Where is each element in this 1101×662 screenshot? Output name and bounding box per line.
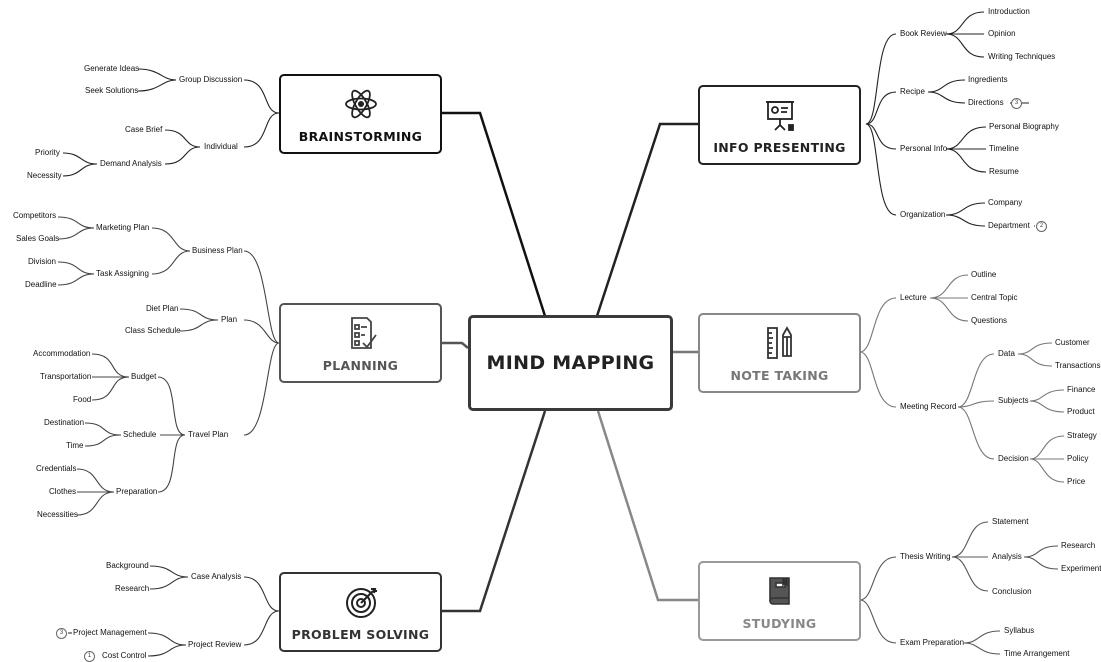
node-priority[interactable]: Priority	[35, 148, 60, 157]
node-accommodation[interactable]: Accommodation	[33, 349, 91, 358]
node-class-schedule[interactable]: Class Schedule	[125, 326, 181, 335]
topic-title: INFO PRESENTING	[713, 140, 846, 155]
central-topic[interactable]: MIND MAPPING	[468, 315, 673, 411]
node-thesis-writing[interactable]: Thesis Writing	[900, 552, 951, 561]
node-research-right[interactable]: Research	[1061, 541, 1096, 550]
node-necessities[interactable]: Necessities	[37, 510, 78, 519]
node-division[interactable]: Division	[28, 257, 57, 266]
atom-icon	[281, 86, 440, 122]
topic-title: BRAINSTORMING	[298, 129, 423, 144]
node-background[interactable]: Background	[106, 561, 149, 570]
node-plan[interactable]: Plan	[221, 315, 238, 324]
node-data[interactable]: Data	[998, 349, 1015, 358]
node-central-topic[interactable]: Central Topic	[971, 293, 1018, 302]
node-product[interactable]: Product	[1067, 407, 1095, 416]
count-badge: 1	[84, 651, 95, 662]
node-analysis[interactable]: Analysis	[992, 552, 1022, 561]
node-seek-solutions[interactable]: Seek Solutions	[85, 86, 139, 95]
node-travel-plan[interactable]: Travel Plan	[188, 430, 229, 439]
node-necessity[interactable]: Necessity	[27, 171, 62, 180]
topic-problem-solving[interactable]: PROBLEM SOLVING	[279, 572, 442, 652]
node-book-review[interactable]: Book Review	[900, 29, 947, 38]
node-syllabus[interactable]: Syllabus	[1004, 626, 1035, 635]
node-diet-plan[interactable]: Diet Plan	[146, 304, 179, 313]
node-food[interactable]: Food	[73, 395, 92, 404]
node-organization[interactable]: Organization	[900, 210, 946, 219]
node-transportation[interactable]: Transportation	[40, 372, 92, 381]
node-exam-preparation[interactable]: Exam Preparation	[900, 638, 965, 647]
topic-title: PLANNING	[322, 358, 399, 373]
node-subjects[interactable]: Subjects	[998, 396, 1029, 405]
central-topic-title: MIND MAPPING	[486, 352, 655, 374]
node-writing-techniques[interactable]: Writing Techniques	[988, 52, 1056, 61]
node-strategy[interactable]: Strategy	[1067, 431, 1097, 440]
node-deadline[interactable]: Deadline	[25, 280, 57, 289]
node-destination[interactable]: Destination	[44, 418, 85, 427]
checklist-icon	[281, 315, 440, 351]
count-badge: 2	[1036, 221, 1047, 232]
node-questions[interactable]: Questions	[971, 316, 1008, 325]
node-transactions[interactable]: Transactions	[1055, 361, 1101, 370]
presentation-board-icon	[700, 97, 859, 133]
node-finance[interactable]: Finance	[1067, 385, 1096, 394]
node-research[interactable]: Research	[115, 584, 150, 593]
ruler-pencil-icon	[700, 325, 859, 361]
count-badge: 3	[1011, 98, 1022, 109]
node-experiment[interactable]: Experiment	[1061, 564, 1101, 573]
book-icon	[700, 573, 859, 609]
topic-brainstorming[interactable]: BRAINSTORMING	[279, 74, 442, 154]
node-clothes[interactable]: Clothes	[49, 487, 77, 496]
node-personal-info[interactable]: Personal Info	[900, 144, 948, 153]
node-lecture[interactable]: Lecture	[900, 293, 927, 302]
node-competitors[interactable]: Competitors	[13, 211, 57, 220]
topic-info-presenting[interactable]: INFO PRESENTING	[698, 85, 861, 165]
node-decision[interactable]: Decision	[998, 454, 1029, 463]
node-schedule[interactable]: Schedule	[123, 430, 157, 439]
topic-planning[interactable]: PLANNING	[279, 303, 442, 383]
node-budget[interactable]: Budget	[131, 372, 157, 381]
node-statement[interactable]: Statement	[992, 517, 1029, 526]
node-price[interactable]: Price	[1067, 477, 1086, 486]
node-cost-control[interactable]: Cost Control	[102, 651, 147, 660]
topic-studying[interactable]: STUDYING	[698, 561, 861, 641]
node-directions[interactable]: Directions	[968, 98, 1004, 107]
node-time[interactable]: Time	[66, 441, 84, 450]
node-demand-analysis[interactable]: Demand Analysis	[100, 159, 162, 168]
target-icon	[281, 584, 440, 620]
node-sales-goals[interactable]: Sales Goals	[16, 234, 60, 243]
topic-note-taking[interactable]: NOTE TAKING	[698, 313, 861, 393]
topic-title: NOTE TAKING	[730, 368, 829, 383]
node-project-management[interactable]: Project Management	[73, 628, 147, 637]
node-outline[interactable]: Outline	[971, 270, 997, 279]
node-preparation[interactable]: Preparation	[116, 487, 158, 496]
node-conclusion[interactable]: Conclusion	[992, 587, 1032, 596]
node-department[interactable]: Department	[988, 221, 1030, 230]
node-case-analysis[interactable]: Case Analysis	[191, 572, 242, 581]
node-opinion[interactable]: Opinion	[988, 29, 1016, 38]
topic-title: STUDYING	[742, 616, 817, 631]
node-project-review[interactable]: Project Review	[188, 640, 242, 649]
node-recipe[interactable]: Recipe	[900, 87, 925, 96]
node-time-arrangement[interactable]: Time Arrangement	[1004, 649, 1070, 658]
count-badge: 3	[56, 628, 67, 639]
node-case-brief[interactable]: Case Brief	[125, 125, 163, 134]
node-business-plan[interactable]: Business Plan	[192, 246, 243, 255]
node-personal-biography[interactable]: Personal Biography	[989, 122, 1059, 131]
node-company[interactable]: Company	[988, 198, 1023, 207]
node-group-discussion[interactable]: Group Discussion	[179, 75, 243, 84]
node-individual[interactable]: Individual	[204, 142, 238, 151]
node-meeting-record[interactable]: Meeting Record	[900, 402, 957, 411]
node-customer[interactable]: Customer	[1055, 338, 1090, 347]
node-generate-ideas[interactable]: Generate Ideas	[84, 64, 140, 73]
node-timeline[interactable]: Timeline	[989, 144, 1019, 153]
node-marketing-plan[interactable]: Marketing Plan	[96, 223, 150, 232]
node-resume[interactable]: Resume	[989, 167, 1019, 176]
node-introduction[interactable]: Introduction	[988, 7, 1030, 16]
node-ingredients[interactable]: Ingredients	[968, 75, 1008, 84]
node-credentials[interactable]: Credentials	[36, 464, 77, 473]
node-task-assigning[interactable]: Task Assigning	[96, 269, 149, 278]
topic-title: PROBLEM SOLVING	[291, 627, 430, 642]
node-policy[interactable]: Policy	[1067, 454, 1089, 463]
